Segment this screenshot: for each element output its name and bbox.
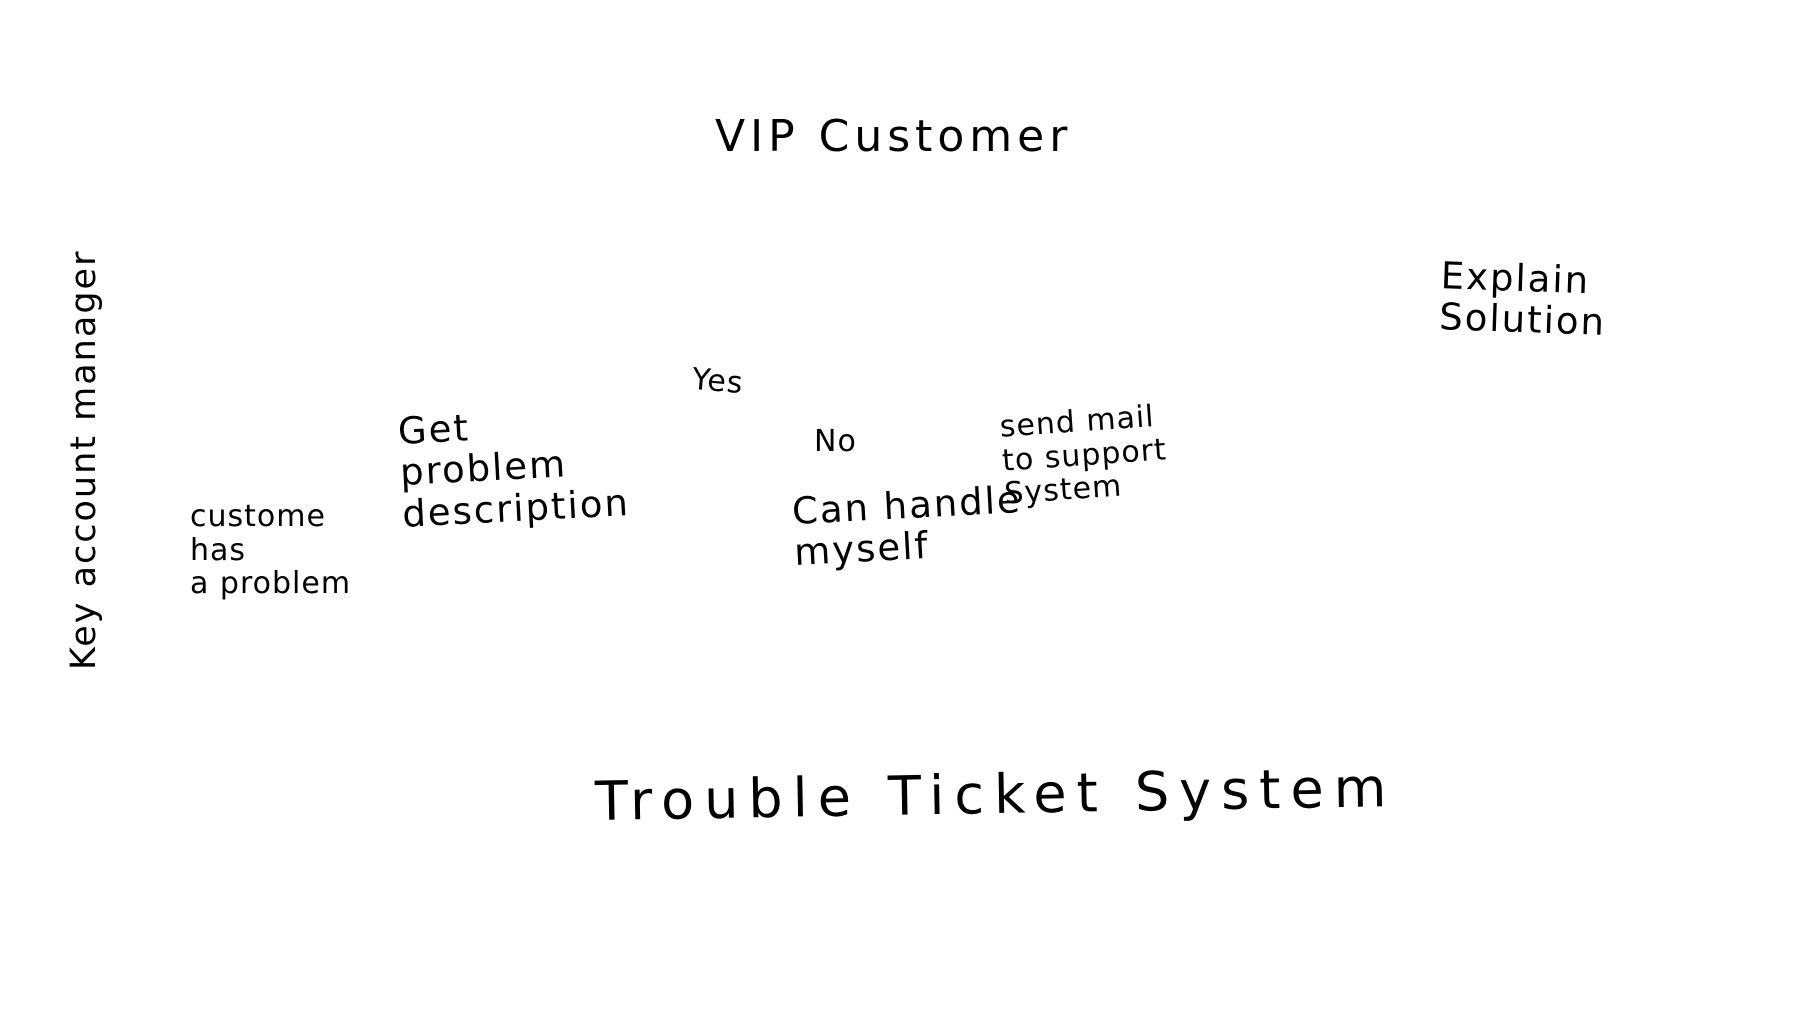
- customer-problem-note: custome has a problem: [190, 499, 352, 602]
- trouble-ticket-system-label: Trouble Ticket System: [594, 756, 1397, 833]
- yes-label: Yes: [690, 361, 745, 402]
- explain-solution-note: Explain Solution: [1438, 254, 1607, 345]
- key-account-manager-label: Key account manager: [64, 249, 104, 670]
- key-account-manager-lane: Key account manager: [56, 249, 116, 670]
- send-mail-note: send mail to support System: [998, 399, 1168, 512]
- no-label: No: [814, 424, 857, 459]
- vip-customer-label: VIP Customer: [715, 111, 1073, 162]
- can-handle-myself-note: Can handle myself: [790, 478, 1023, 575]
- get-problem-description-note: Get problem description: [396, 406, 631, 536]
